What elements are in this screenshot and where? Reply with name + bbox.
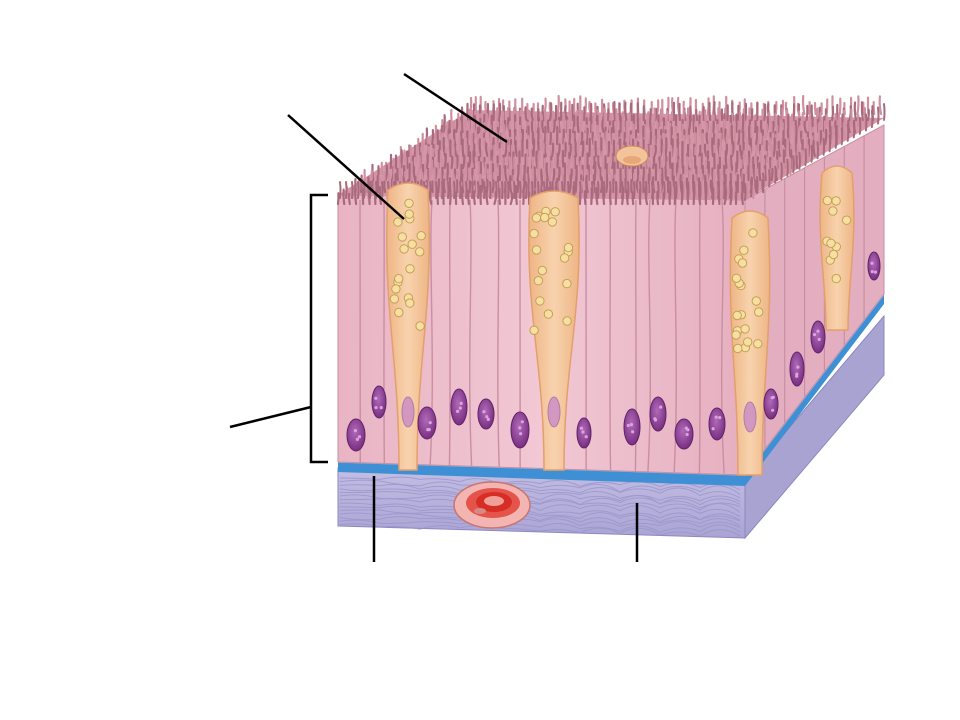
nucleus bbox=[649, 396, 667, 432]
mucin-granule bbox=[841, 215, 852, 225]
cell-border bbox=[497, 199, 500, 467]
nuclei bbox=[346, 251, 881, 452]
mucin-granule bbox=[737, 258, 748, 268]
mucin-granule bbox=[404, 198, 414, 209]
mucin-granule bbox=[550, 207, 560, 217]
leader-line-cilia bbox=[403, 72, 508, 144]
mucin-granule bbox=[822, 195, 833, 206]
mucin-granule bbox=[753, 339, 763, 349]
mucin-granule bbox=[562, 278, 572, 289]
nucleus bbox=[510, 411, 530, 449]
mucin-granule bbox=[535, 296, 545, 306]
mucin-granule bbox=[748, 228, 758, 238]
goblet-nucleus bbox=[743, 401, 757, 433]
goblet-cell bbox=[819, 165, 855, 331]
mucin-granule bbox=[394, 307, 404, 318]
nucleus bbox=[763, 388, 779, 420]
mucin-granule bbox=[543, 309, 554, 319]
mucin-granule bbox=[563, 242, 574, 253]
goblet-nucleus bbox=[547, 396, 561, 428]
mucin-granule bbox=[831, 273, 841, 284]
mucin-granule bbox=[826, 238, 836, 249]
mucin-granule bbox=[831, 196, 841, 206]
nucleus bbox=[623, 408, 641, 446]
mucin-granule bbox=[743, 337, 753, 347]
mucin-granule bbox=[739, 245, 749, 255]
mucin-granule bbox=[529, 228, 539, 239]
goblet-nucleus bbox=[401, 396, 415, 428]
leader-lines bbox=[229, 72, 639, 562]
cell-border bbox=[698, 199, 701, 473]
cilia bbox=[336, 94, 886, 206]
nucleus bbox=[576, 417, 592, 449]
mucin-granule bbox=[731, 330, 741, 340]
mucin-granule bbox=[391, 284, 401, 294]
mucin-granule bbox=[529, 325, 539, 335]
nucleus bbox=[477, 398, 495, 430]
mucin-granule bbox=[733, 343, 743, 354]
mucin-granule bbox=[754, 307, 764, 317]
apical-surface bbox=[336, 94, 886, 206]
mucin-granule bbox=[540, 212, 550, 223]
mucin-granule bbox=[751, 296, 761, 306]
nucleus bbox=[450, 388, 468, 426]
mucin-granule bbox=[415, 321, 425, 331]
mucin-granule bbox=[537, 265, 547, 276]
mucin-granule bbox=[405, 264, 415, 274]
nucleus bbox=[789, 351, 805, 387]
nucleus bbox=[810, 320, 826, 354]
connective-fibers bbox=[339, 476, 741, 537]
mucin-granule bbox=[732, 310, 742, 321]
mucin-granule bbox=[547, 217, 558, 227]
leader-line-goblet-cell bbox=[287, 114, 405, 220]
mucin-granule bbox=[559, 253, 570, 263]
cell-border bbox=[448, 199, 451, 466]
nucleus bbox=[674, 418, 694, 450]
cell-border bbox=[647, 199, 652, 472]
nucleus bbox=[371, 385, 387, 419]
mucin-granule bbox=[397, 232, 407, 242]
mucin-granule bbox=[405, 298, 415, 308]
goblet-cell bbox=[729, 210, 771, 476]
mucin-granule bbox=[533, 276, 544, 286]
mucin-granule bbox=[828, 249, 839, 260]
mucin-granule bbox=[531, 245, 542, 255]
mucin-granule bbox=[399, 244, 409, 254]
cell-border bbox=[469, 199, 473, 467]
mucin-granule bbox=[740, 324, 750, 334]
mucin-granule bbox=[415, 247, 425, 257]
goblet-cell bbox=[386, 182, 430, 471]
mucin-granule bbox=[416, 231, 426, 241]
mucin-granule bbox=[394, 274, 404, 284]
nucleus bbox=[346, 418, 366, 452]
goblet-cells bbox=[386, 165, 855, 476]
leader-line-epithelium bbox=[229, 405, 312, 429]
mucin-granule bbox=[731, 273, 742, 283]
mucin-granule bbox=[404, 209, 414, 219]
mucin-granule bbox=[389, 294, 400, 304]
goblet-cell bbox=[528, 190, 580, 471]
connective-tissue bbox=[337, 314, 885, 540]
nucleus bbox=[867, 251, 881, 281]
mucin-granule bbox=[562, 316, 572, 326]
bracket-epithelium bbox=[309, 193, 328, 464]
nucleus bbox=[417, 406, 437, 440]
cell-border bbox=[609, 199, 612, 471]
mucin-granule bbox=[393, 217, 403, 227]
blood-vessel bbox=[453, 481, 531, 529]
nucleus bbox=[708, 407, 726, 441]
mucin-granule bbox=[531, 213, 542, 223]
mucin-granule bbox=[828, 206, 838, 216]
mucin-granule bbox=[407, 239, 417, 249]
